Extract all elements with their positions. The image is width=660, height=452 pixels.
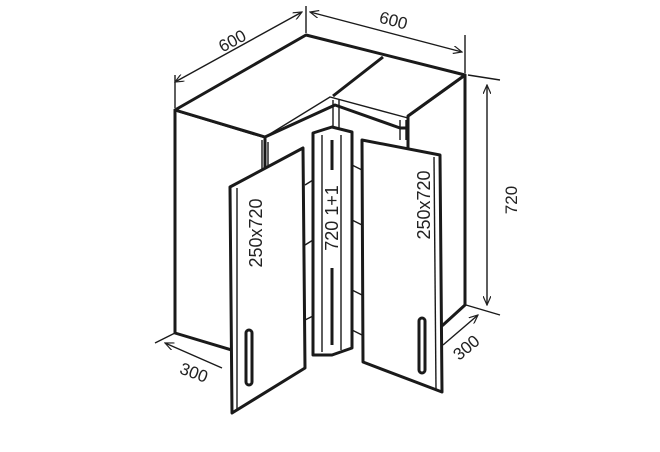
width-right-label: 600 [377,8,409,34]
center-post-label: 720 1+1 [322,185,342,251]
depth-right-label: 300 [449,331,483,364]
depth-right-arrow [442,315,478,346]
right-door-handle [417,316,427,375]
depth-left-arrow [165,343,223,369]
left-door-handle [244,328,254,387]
width-left-label: 600 [215,26,249,56]
right-door-label: 250x720 [414,170,434,239]
left-door-label: 250x720 [246,198,266,267]
depth-left-label: 300 [177,359,210,387]
dimension-lines [154,6,501,369]
cabinet-body [173,33,467,415]
height-label: 720 [502,186,521,214]
width-left-arrow [175,12,302,82]
top-inner-edge [264,96,409,138]
top-split-line [332,55,384,98]
center-post [311,125,354,357]
width-right-arrow [310,12,462,52]
left-door [228,146,307,415]
